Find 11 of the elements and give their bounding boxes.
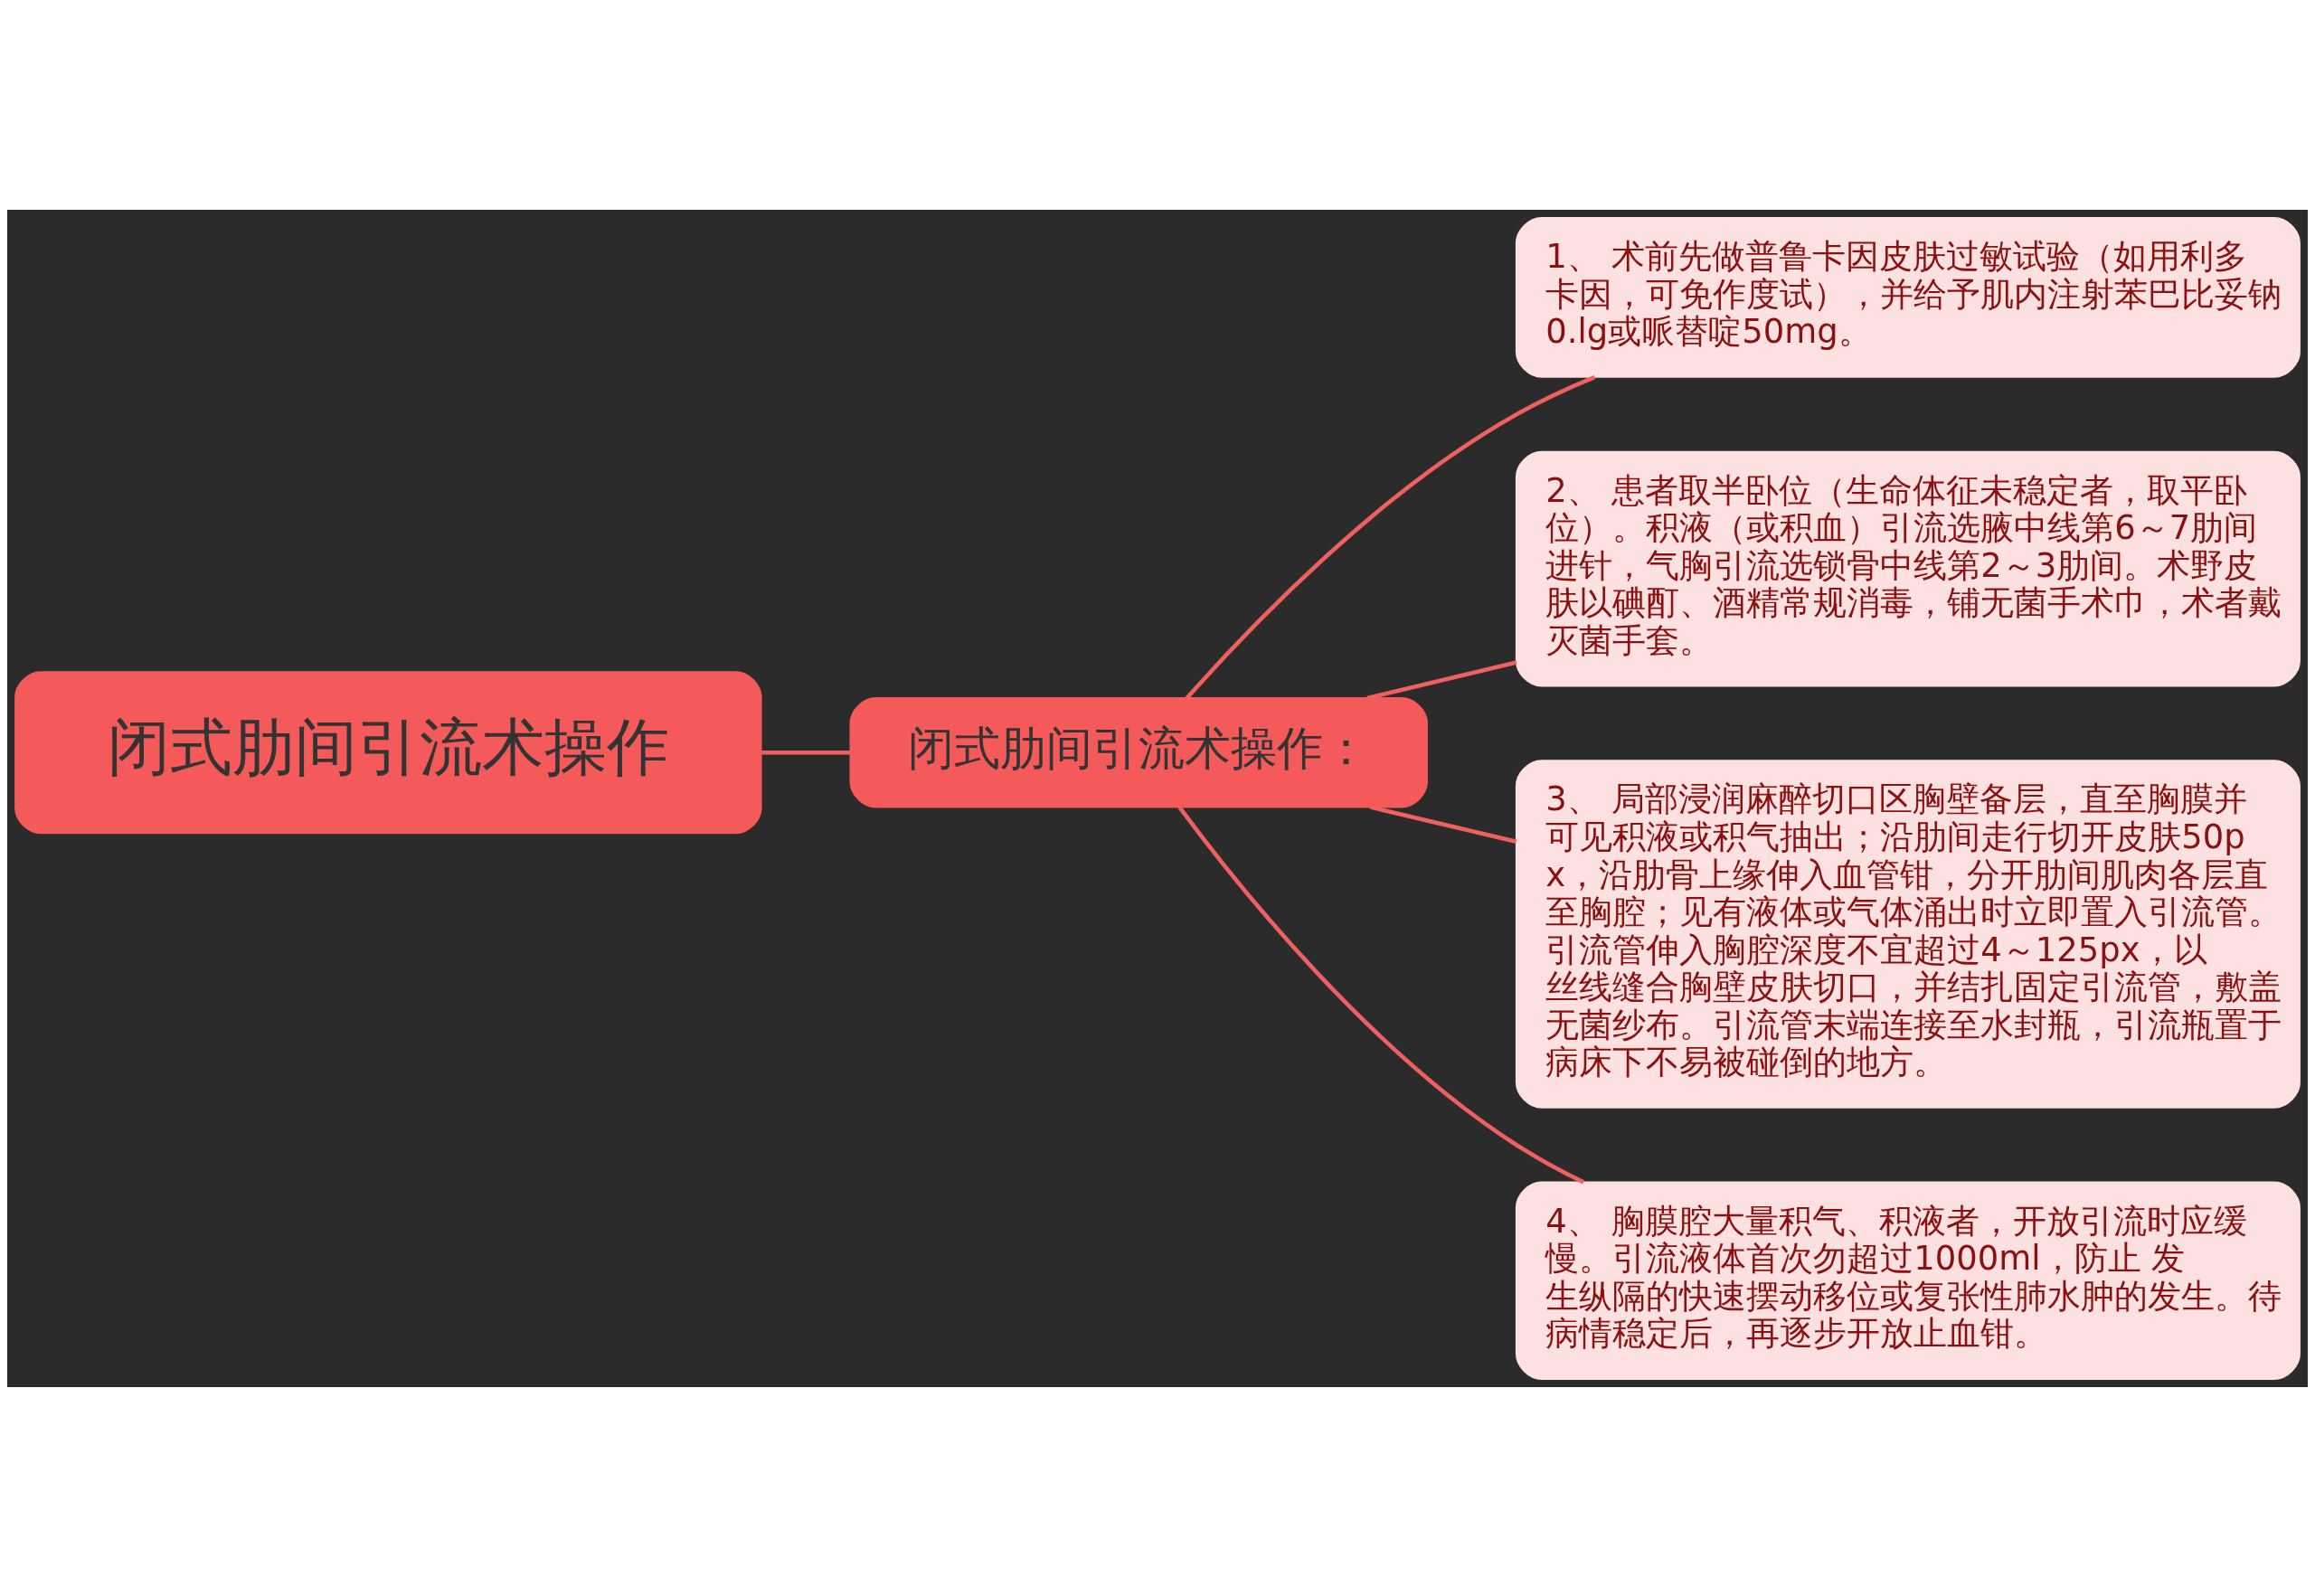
node-box: 闭式肋间引流术操作	[14, 670, 762, 834]
node-box: 2、 患者取半卧位（生命体征未稳定者，取平卧位）。积液（或积血）引流选腋中线第6～7肋间进针，气胸引流选锁骨中线第2～3肋间。术野皮肤以碘酊、酒精常规消毒，铺无菌手术巾，术者戴灭菌手套。	[1515, 450, 2301, 686]
node-box: 3、 局部浸润麻醉切口区胸壁备层，直至胸膜并可见积液或积气抽出；沿肋间走行切开皮肤50px，沿肋骨上缘伸入血管钳，分开肋间肌肉各层直至胸腔；见有液体或气体涌出时立即置入引流管。引流管伸入胸腔深度不宜超过4～125px，以丝线缝合胸壁皮肤切口，并结扎固定引流管，敷盖无菌纱布。引流管末端连接至水封瓶，引流瓶置于病床下不易被碰倒的地方。	[1515, 759, 2301, 1109]
connector	[1369, 804, 1517, 844]
node-box: 4、 胸膜腔大量积气、积液者，开放引流时应缓慢。引流液体首次勿超过1000ml，防止 发生纵隔的快速摆动移位或复张性肺水肿的发生。待病情稳定后，再逐步开放止血钳。	[1515, 1181, 2301, 1380]
node-box: 闭式肋间引流术操作：	[849, 696, 1428, 807]
node-box: 1、 术前先做普鲁卡因皮肤过敏试验（如用利多卡因，可免作度试），并给予肌内注射苯巴比妥钠0.lg或哌替啶50mg。	[1515, 216, 2301, 378]
connector	[1185, 374, 1596, 700]
connector	[1177, 805, 1585, 1184]
connector	[761, 750, 851, 754]
connector	[1366, 659, 1517, 700]
